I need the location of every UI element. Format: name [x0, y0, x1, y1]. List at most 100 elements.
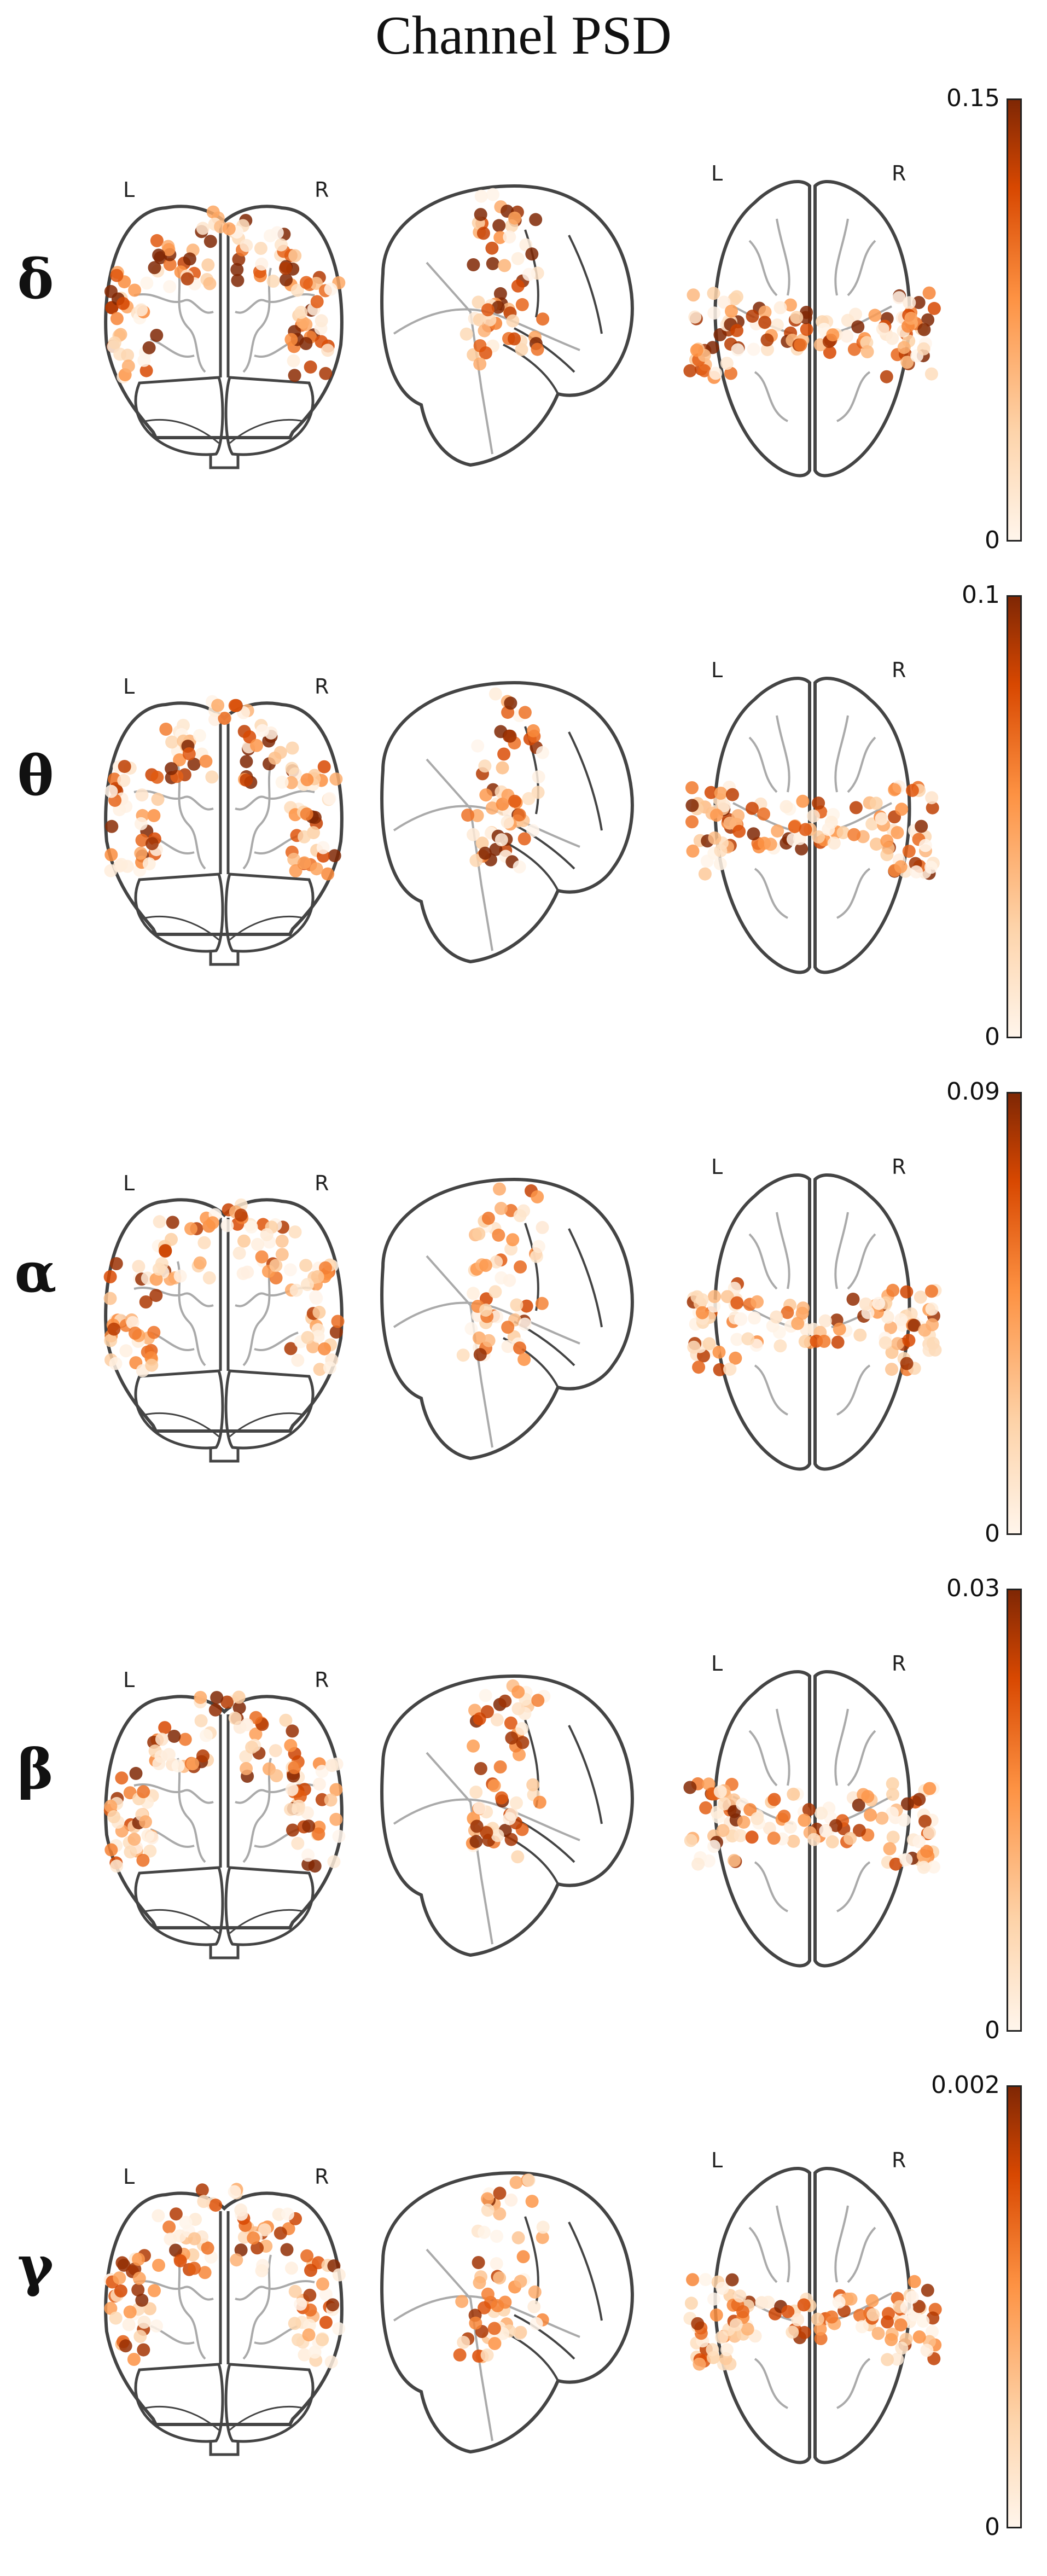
coronal-electrode — [300, 1278, 314, 1292]
sagittal-electrode — [514, 2325, 527, 2339]
coronal-electrode — [289, 864, 303, 877]
axial-electrode — [716, 2282, 729, 2295]
coronal-electrode — [327, 1855, 341, 1869]
coronal-electrode — [182, 747, 196, 760]
right-hemisphere-label: R — [892, 1652, 906, 1676]
axial-electrode — [921, 2283, 934, 2297]
coronal-electrode — [179, 2216, 193, 2229]
sagittal-electrode — [511, 279, 525, 293]
coronal-electrode — [169, 2207, 183, 2221]
coronal-electrode — [110, 1859, 124, 1873]
coronal-electrode — [193, 729, 206, 742]
axial-electrode — [687, 1340, 701, 1354]
sagittal-electrode — [473, 1348, 487, 1362]
coronal-electrode — [230, 263, 244, 276]
axial-electrode — [891, 2352, 904, 2366]
axial-electrode — [836, 826, 850, 840]
sagittal-electrode — [497, 747, 511, 761]
coronal-electrode — [311, 1330, 325, 1344]
sagittal-electrode — [526, 1778, 540, 1792]
coronal-electrode — [254, 242, 267, 255]
coronal-electrode — [324, 2355, 338, 2369]
coronal-electrode — [331, 1315, 345, 1328]
coronal-electrode — [316, 841, 330, 854]
axial-electrode — [732, 824, 746, 838]
coronal-electrode — [240, 1718, 254, 1731]
axial-electrode — [841, 313, 854, 327]
coronal-electrode — [310, 295, 324, 309]
sagittal-electrode — [470, 809, 484, 822]
coronal-electrode — [232, 1701, 246, 1714]
axial-electrode — [892, 291, 906, 305]
coronal-electrode — [220, 1219, 234, 1232]
sagittal-electrode — [514, 1260, 527, 1274]
sagittal-electrode — [522, 792, 536, 805]
coronal-electrode — [300, 2249, 314, 2263]
axial-electrode — [691, 1857, 705, 1871]
sagittal-electrode — [467, 348, 480, 362]
coronal-electrode — [255, 257, 269, 271]
axial-electrode — [851, 320, 865, 334]
sagittal-electrode — [506, 314, 520, 328]
right-hemisphere-label: R — [315, 674, 329, 699]
axial-electrode — [707, 1299, 721, 1313]
coronal-electrode — [165, 735, 179, 749]
axial-electrode — [881, 2353, 894, 2366]
sagittal-electrode — [457, 2335, 470, 2349]
coronal-electrode — [232, 1690, 246, 1704]
axial-electrode — [883, 1842, 897, 1856]
axial-electrode — [764, 838, 777, 851]
axial-electrode — [897, 1813, 911, 1827]
sagittal-electrode — [532, 1240, 545, 1253]
coronal-electrode — [299, 276, 313, 289]
axial-electrode — [737, 1815, 751, 1829]
axial-electrode — [844, 1831, 857, 1845]
axial-electrode — [910, 865, 923, 879]
coronal-electrode — [288, 1761, 301, 1775]
coronal-electrode — [324, 282, 338, 296]
axial-electrode — [790, 311, 804, 324]
colorbar-max-label: 0.15 — [946, 84, 1000, 112]
coronal-electrode — [284, 2261, 298, 2275]
sagittal-view — [380, 1674, 634, 1957]
sagittal-electrode — [472, 295, 485, 309]
coronal-electrode — [291, 1836, 305, 1850]
axial-electrode — [780, 800, 793, 813]
axial-electrode — [695, 1293, 709, 1306]
axial-electrode — [832, 2295, 846, 2309]
axial-electrode — [707, 2292, 720, 2306]
coronal-electrode — [194, 1714, 208, 1728]
coronal-electrode — [247, 2231, 260, 2245]
coronal-electrode — [312, 1827, 325, 1841]
coronal-electrode — [312, 1777, 326, 1791]
band-label: α — [14, 1240, 57, 1305]
coronal-electrode — [109, 1357, 123, 1370]
coronal-electrode — [228, 699, 242, 712]
axial-electrode — [912, 2300, 926, 2313]
coronal-electrode — [284, 333, 298, 346]
coronal-electrode — [206, 205, 220, 219]
coronal-electrode — [193, 1256, 207, 1270]
left-hemisphere-label: L — [123, 1668, 135, 1692]
sagittal-electrode — [487, 2322, 501, 2335]
sagittal-electrode — [531, 1694, 545, 1707]
colorbar-max-label: 0.03 — [946, 1574, 1000, 1602]
coronal-electrode — [122, 2318, 136, 2331]
sagittal-electrode — [473, 1801, 486, 1815]
coronal-electrode — [147, 1325, 161, 1339]
coronal-electrode — [296, 316, 310, 329]
axial-electrode — [760, 333, 774, 347]
band-label: θ — [17, 743, 54, 808]
sagittal-electrode — [531, 1190, 544, 1203]
axial-electrode — [866, 2308, 880, 2322]
coronal-electrode — [279, 1713, 293, 1727]
colorbar-min-label: 0 — [985, 2016, 1000, 2044]
sagittal-electrode — [522, 2173, 536, 2187]
axial-electrode — [702, 1854, 716, 1868]
coronal-electrode — [202, 1271, 216, 1284]
coronal-electrode — [274, 2226, 287, 2240]
axial-electrode — [787, 1834, 800, 1848]
